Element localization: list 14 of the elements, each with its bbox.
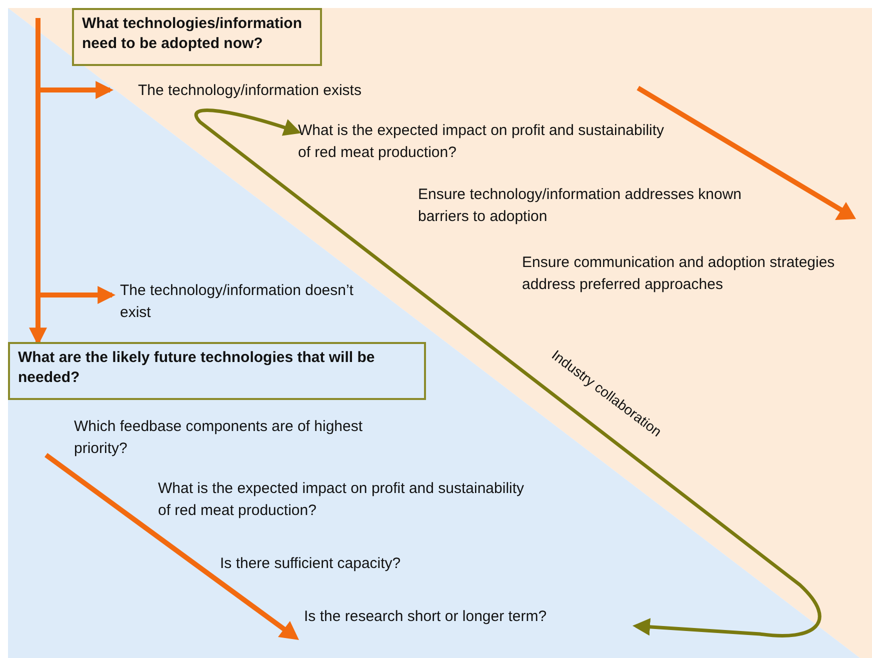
text-label: The technology/information exists xyxy=(110,80,440,102)
text-label: Ensure technology/information addresses known barriers to adoption xyxy=(418,184,788,228)
text-label: Which feedbase components are of highest priority? xyxy=(74,416,374,462)
question-box: What technologies/information need to be adopted now? xyxy=(72,8,322,66)
text-label: The technology/information doesn’t exist xyxy=(112,280,362,326)
arrow xyxy=(195,108,821,638)
arrow xyxy=(38,81,114,99)
arrow xyxy=(38,286,116,304)
question-box: What are the likely future technologies that will be needed? xyxy=(8,342,426,400)
text-label: Is there sufficient capacity? xyxy=(220,553,480,577)
text-label: What is the expected impact on profit and sustainability of red meat production? xyxy=(158,478,528,524)
text-label: What is the expected impact on profit and sustainability of red meat production? xyxy=(298,120,668,166)
text-label: Is the research short or longer term? xyxy=(304,606,636,630)
text-label: Ensure communication and adoption strategies address preferred approaches xyxy=(522,252,872,298)
